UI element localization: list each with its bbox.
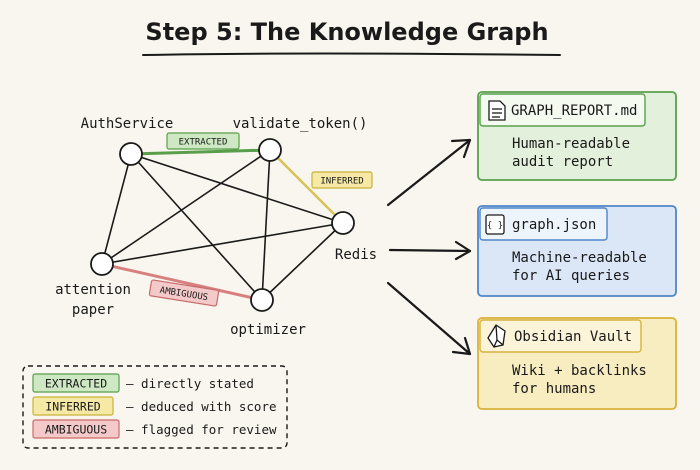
obsidian-line2: for humans: [512, 381, 596, 397]
obsidian-gem-icon: [487, 324, 506, 348]
legend-box: [22, 365, 288, 449]
node-label-redis: Redis: [335, 247, 377, 263]
legend-tag-extracted: EXTRACTED: [45, 377, 107, 391]
edge-tag-extracted: EXTRACTED: [166, 132, 240, 150]
edge-tag-ambiguous: AMBIGUOUS: [148, 279, 220, 307]
node-label-validate-token: validate_token(): [233, 116, 368, 132]
legend-desc-extracted: — directly stated: [126, 376, 254, 391]
node-label-authservice: AuthService: [81, 116, 174, 132]
edge-authservice-redis: [130, 153, 344, 224]
node-redis: [331, 211, 355, 235]
json-title: graph.json: [512, 217, 596, 233]
obsidian-title-box: [479, 319, 642, 353]
title-underline: [142, 52, 561, 56]
obsidian-line1: Wiki + backlinks: [512, 363, 647, 379]
node-attention-paper: [90, 252, 114, 276]
json-braces-icon: { }: [485, 214, 505, 235]
legend-desc-inferred: — deduced with score: [126, 399, 277, 414]
graph-nodes: [90, 138, 355, 312]
node-label-optimizer: optimizer: [230, 322, 306, 338]
output-arrows: [386, 138, 472, 356]
json-title-box: [479, 207, 608, 241]
document-icon: [488, 100, 506, 121]
edge-authservice-optimizer: [130, 153, 263, 301]
arrow-head-report: [450, 138, 472, 159]
edge-tag-inferred-label: INFERRED: [320, 177, 363, 187]
arrow-to-report: [386, 138, 472, 207]
edge-inferred: [268, 148, 345, 225]
node-label-attention: attention: [55, 282, 131, 298]
legend-row-inferred: INFERRED — deduced with score: [32, 396, 277, 416]
edge-validate-optimizer: [261, 149, 271, 301]
node-authservice: [119, 142, 143, 166]
edge-tag-extracted-label: EXTRACTED: [179, 138, 228, 148]
edge-validate-attention: [101, 149, 271, 265]
json-line1: Machine-readable: [512, 250, 647, 266]
legend: EXTRACTED — directly stated INFERRED — d…: [22, 365, 288, 449]
page-title: Step 5: The Knowledge Graph: [145, 18, 548, 46]
node-label-paper: paper: [72, 302, 114, 318]
report-line2: audit report: [512, 154, 613, 170]
arrow-to-obsidian: [386, 281, 472, 356]
legend-row-extracted: EXTRACTED — directly stated: [32, 373, 254, 393]
edge-extracted: [129, 148, 272, 156]
obsidian-title: Obsidian Vault: [514, 329, 632, 345]
node-validate-token: [258, 138, 282, 162]
legend-row-ambiguous: AMBIGUOUS — flagged for review: [32, 419, 277, 439]
edge-authservice-attention: [101, 153, 132, 265]
output-card-report: GRAPH_REPORT.md Human-readable audit rep…: [477, 91, 677, 181]
output-card-obsidian: Obsidian Vault Wiki + backlinks for huma…: [477, 317, 677, 410]
report-title-box: [479, 93, 646, 127]
edge-optimizer-redis: [261, 222, 344, 301]
arrow-head-obsidian: [451, 336, 472, 356]
report-line1: Human-readable: [512, 136, 630, 152]
legend-desc-ambiguous: — flagged for review: [126, 422, 277, 437]
edge-attention-redis: [101, 222, 344, 265]
output-card-json: { } graph.json Machine-readable for AI q…: [477, 205, 677, 297]
legend-tag-inferred: INFERRED: [45, 400, 100, 414]
json-line2: for AI queries: [512, 268, 630, 284]
arrow-to-json: [388, 248, 472, 253]
node-optimizer: [250, 288, 274, 312]
arrow-head-json: [454, 240, 472, 261]
edge-tag-inferred: INFERRED: [311, 171, 373, 189]
report-title: GRAPH_REPORT.md: [511, 103, 637, 119]
graph-edges: [101, 149, 344, 301]
legend-tag-ambiguous: AMBIGUOUS: [45, 423, 107, 437]
json-braces-glyph: { }: [487, 221, 503, 231]
edge-ambiguous: [100, 262, 264, 302]
